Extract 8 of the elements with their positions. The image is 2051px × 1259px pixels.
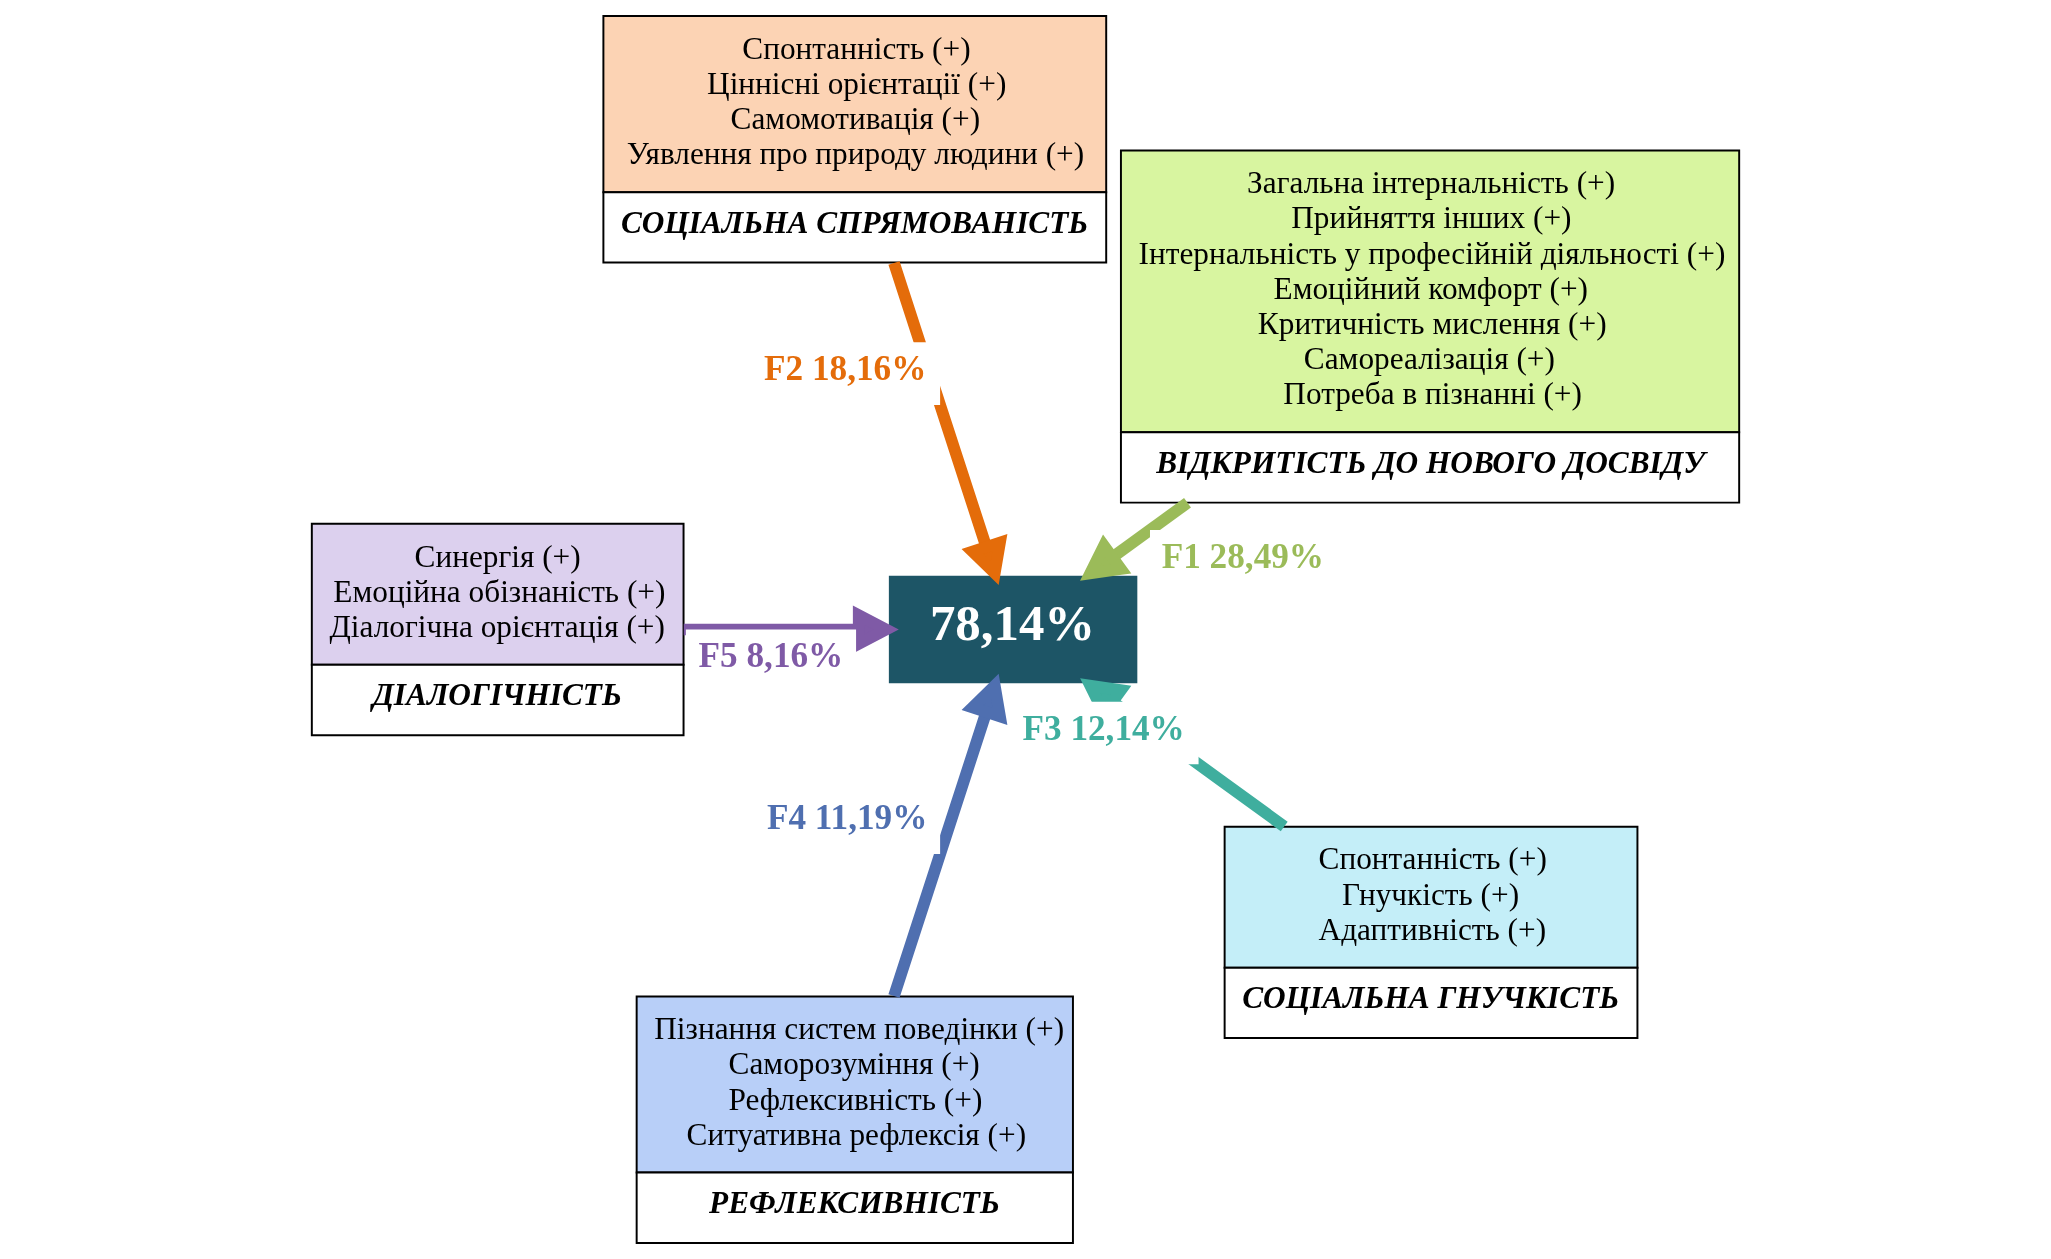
edge-label: F5 8,16% [698, 636, 844, 676]
arrow [888, 673, 1008, 998]
arrow [1080, 498, 1191, 581]
edge-label: F2 18,16% [764, 349, 927, 389]
arrow [683, 605, 899, 654]
edge-label: F1 28,49% [1161, 536, 1325, 576]
edge-label: F3 12,14% [1022, 708, 1185, 748]
edge-label: F4 11,19% [766, 798, 928, 838]
